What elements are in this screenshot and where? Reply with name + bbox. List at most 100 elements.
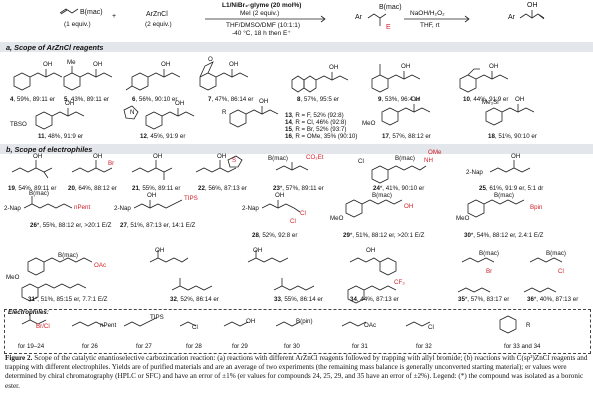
caption-body: Scope of the catalytic enantioselective … — [5, 354, 588, 390]
plus-sign: + — [112, 13, 117, 20]
start1-label: B(mac) — [80, 9, 103, 16]
tips-label: TIPS — [184, 195, 198, 202]
meo-label: MeO — [456, 215, 470, 222]
electrophile-label: for 29 — [232, 343, 248, 350]
compound-label: 29*, 51%, 88:12 er, >20:1 E/Z — [343, 232, 425, 239]
electrophile-label: for 30 — [284, 343, 300, 350]
cl-label: Cl — [358, 158, 364, 165]
section-a-title: a, Scope of ArZnCl reagents — [6, 43, 104, 52]
oh-label: OH — [93, 153, 103, 160]
r-label: R — [222, 109, 227, 116]
oh-label: OH — [93, 61, 103, 68]
compound-label: 25, 61%, 91:9 er, 5:1 dr — [479, 185, 544, 192]
n-label: N — [130, 109, 135, 116]
electrophile-mol: OAc — [364, 322, 377, 329]
figure-caption: Figure 2. Scope of the catalytic enantio… — [5, 354, 590, 391]
compound-label: 9, 53%, 96:4 er — [378, 96, 420, 103]
oh-label: OH — [329, 64, 339, 71]
caption-lead: Figure 2. — [5, 354, 33, 362]
electrophile-mol: OH — [246, 318, 256, 325]
oh-label: OH — [511, 153, 521, 160]
tbso-label: TBSO — [10, 121, 27, 128]
oh-label: OH — [175, 100, 185, 107]
compound-label: 24*, 41%, 90:10 er — [373, 185, 425, 192]
oh-label: OH — [33, 153, 43, 160]
compound-label: 14, R = Cl, 46% (92:8) — [285, 119, 347, 126]
bpin-label: Bpin — [530, 204, 543, 211]
electrophile-mol: nPent — [100, 322, 117, 329]
cf3-label: CF₃ — [394, 279, 405, 286]
oh-label: OH — [401, 63, 411, 70]
electrophile-label: for 26 — [82, 343, 98, 350]
oxidation-reagents: NaOH/H₂O₂ — [410, 10, 445, 17]
s-label: S — [232, 157, 237, 164]
electrophile-label: for 33 and 34 — [504, 343, 541, 350]
section-b-header: b, Scope of electrophiles — [0, 144, 593, 154]
compound-label: 13, R = F, 52% (92:8) — [285, 112, 344, 119]
electrophile-mol: TIPS — [150, 314, 164, 321]
me-label: Me — [67, 59, 76, 66]
o-label: O — [208, 56, 213, 63]
start1-equiv: (1 equiv.) — [64, 21, 91, 28]
compound-label: 11, 48%, 91:9 er — [38, 133, 84, 140]
product-ar: Ar — [355, 14, 362, 21]
electrophiles-title: Electrophiles: — [8, 309, 49, 316]
oh-label: OH — [259, 98, 269, 105]
section-b-title: b, Scope of electrophiles — [6, 145, 93, 154]
ome-label: OMe — [428, 149, 442, 156]
oh-label: OH — [43, 61, 53, 68]
electrophile-mol: Cl — [192, 324, 198, 331]
start2-label: ArZnCl — [146, 11, 168, 18]
oh-label: OH — [366, 247, 376, 254]
co2et-label: CO₂Et — [306, 154, 324, 161]
electrophile-label: for 32 — [416, 343, 432, 350]
nh-label: NH — [424, 157, 433, 164]
oh-label: OH — [404, 203, 414, 210]
oh-label: OH — [489, 63, 499, 70]
condition-top-2: MeI (2 equiv.) — [240, 10, 280, 17]
product-bmac: B(mac) — [379, 4, 402, 11]
electrophile-mol: B(pin) — [296, 318, 313, 325]
br-label: Br — [108, 160, 115, 167]
compound-label: 31*, 51%, 85:15 er, 7.7:1 E/Z — [28, 296, 108, 303]
start2-equiv: (2 equiv.) — [145, 21, 172, 28]
oh-label: OH — [155, 247, 165, 254]
compound-label: 16, R = OMe, 35% (90:10) — [285, 133, 358, 140]
compound-label: 6, 56%, 90:10 er — [132, 96, 178, 103]
oh-label: OH — [275, 192, 285, 199]
oac-label: OAc — [94, 262, 107, 269]
compound-label: 8, 57%, 95:5 er — [297, 96, 339, 103]
compound-label: 17, 57%, 88:12 er — [382, 133, 431, 140]
electrophile-label: for 19–24 — [18, 343, 45, 350]
final-ar: Ar — [508, 14, 515, 21]
bmac-label: B(mac) — [479, 250, 499, 257]
compound-label: 32, 52%, 86:14 er — [170, 296, 219, 303]
condition-top-1: L1/NiBr₂·glyme (20 mol%) — [222, 2, 302, 9]
me3si-label: Me₃Si — [482, 99, 499, 106]
product-e: E — [386, 24, 391, 31]
meo-label: MeO — [362, 120, 376, 127]
compound-label: 34, 44%, 87:13 er — [350, 296, 399, 303]
electrophile-mol: Cl — [428, 324, 434, 331]
compound-label: 23*, 57%, 89:11 er — [273, 185, 324, 192]
oh-label: OH — [217, 153, 227, 160]
cl-label: Cl — [300, 210, 306, 217]
bmac-label: B(mac) — [29, 190, 49, 197]
bmac-label: B(mac) — [494, 192, 514, 199]
electrophile-label: for 27 — [136, 343, 152, 350]
compound-label: 15, R = Br, 52% (93:7) — [285, 126, 347, 133]
bmac-label: B(mac) — [372, 192, 392, 199]
compound-label: 19, 54%, 89:11 er — [8, 185, 57, 192]
compound-label: 36*, 40%, 87:13 er — [527, 296, 579, 303]
compound-label: 4, 59%, 89:11 er — [10, 96, 55, 103]
condition-bottom-1: THF/DMSO/DMF (10:1:1) — [226, 22, 301, 29]
nap-label: 2-Nap — [114, 205, 131, 212]
compound-label: 21, 55%, 89:11 er — [132, 185, 181, 192]
oxidation-solvent: THF, rt — [420, 22, 440, 29]
compound-label: 20, 64%, 88:12 er — [68, 185, 117, 192]
electrophiles-box — [4, 309, 591, 354]
oh-label: OH — [65, 100, 75, 107]
bmac-label: B(mac) — [58, 252, 78, 259]
cl-label: Cl — [558, 268, 564, 275]
